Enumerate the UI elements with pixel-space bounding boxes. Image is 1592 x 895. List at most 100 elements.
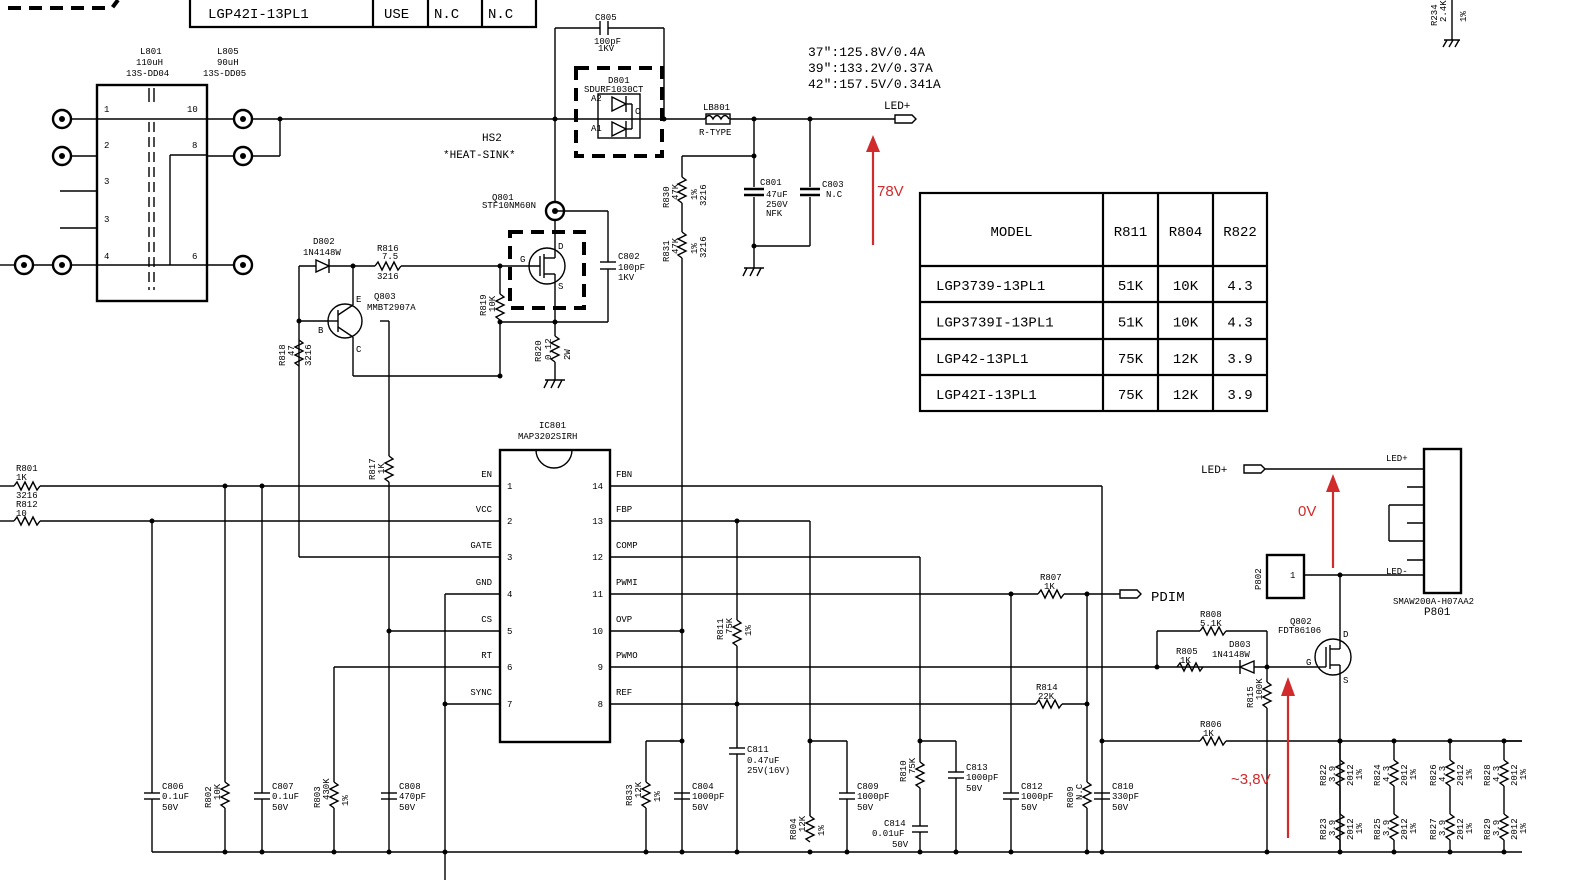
ic801-pin-num-4: 4 bbox=[507, 590, 512, 600]
c811-voltage: 25V(16V) bbox=[747, 766, 790, 776]
ic801-pin-name-fbn: FBN bbox=[616, 470, 632, 480]
ic801-pin-name-comp: COMP bbox=[616, 541, 638, 551]
ic-right-nets: R807 1K PDIM R814 22K C812 1000pF 50V R8… bbox=[610, 485, 1217, 852]
fragment-model: LGP42I-13PL1 bbox=[208, 7, 309, 23]
ic801-pin-name-sync: SYNC bbox=[470, 688, 492, 698]
q802-part: FDT86106 bbox=[1278, 626, 1321, 636]
ic801-pin-num-7: 7 bbox=[507, 700, 512, 710]
hs2-desc: *HEAT-SINK* bbox=[443, 150, 516, 162]
q801-part: STF10NM60N bbox=[482, 201, 536, 211]
spec-37: 37":125.8V/0.4A bbox=[808, 45, 925, 60]
ic801-pin-name-en: EN bbox=[481, 470, 492, 480]
d803-part: 1N4148W bbox=[1212, 650, 1250, 660]
r801-ref: R801 bbox=[16, 464, 38, 474]
r806-value: 1K bbox=[1203, 729, 1214, 739]
r826-size: 2012 bbox=[1456, 764, 1466, 786]
r816-size: 3216 bbox=[377, 272, 399, 282]
table-cell: 10K bbox=[1173, 316, 1199, 332]
pin-4: 4 bbox=[104, 252, 109, 262]
c803-ref: C803 bbox=[822, 180, 844, 190]
c813-voltage: 50V bbox=[966, 784, 983, 794]
table-header-r804: R804 bbox=[1169, 225, 1203, 241]
led-plus-label: LED+ bbox=[884, 101, 910, 113]
r830-tol: 1% bbox=[690, 189, 700, 200]
r815-value: 100K bbox=[1255, 678, 1265, 700]
voltage-arrow-0v: 0V bbox=[1298, 474, 1340, 568]
table-cell: 10K bbox=[1173, 279, 1199, 295]
q803-base: B bbox=[318, 326, 324, 336]
d801-ref: D801 bbox=[608, 76, 630, 86]
d802-part: 1N4148W bbox=[303, 248, 341, 258]
ic801-pin-name-fbp: FBP bbox=[616, 505, 632, 515]
q802-area: R808 5.1K R805 1K D803 1N4148W Q802 FDT8… bbox=[1099, 575, 1522, 852]
r823-ref: R823 bbox=[1319, 818, 1329, 840]
c809-ref: C809 bbox=[857, 782, 879, 792]
d803-ref: D803 bbox=[1229, 640, 1251, 650]
c814-voltage: 50V bbox=[892, 840, 909, 850]
r822-ref: R822 bbox=[1319, 764, 1329, 786]
annotation-78v: 78V bbox=[877, 183, 904, 200]
r829-value: 3.9 bbox=[1492, 820, 1502, 836]
table-cell: 4.3 bbox=[1227, 316, 1252, 332]
table-cell: LGP42I-13PL1 bbox=[936, 388, 1037, 404]
r810-value: 75K bbox=[908, 757, 918, 774]
r828-size: 2012 bbox=[1510, 764, 1520, 786]
r805-ref: R805 bbox=[1176, 647, 1198, 657]
table-cell: 3.9 bbox=[1227, 388, 1252, 404]
r827-ref: R827 bbox=[1429, 818, 1439, 840]
c801-ref: C801 bbox=[760, 178, 782, 188]
c811-value: 0.47uF bbox=[747, 756, 779, 766]
c807-voltage: 50V bbox=[272, 803, 289, 813]
table-cell: 51K bbox=[1118, 279, 1144, 295]
ic801-part: MAP3202SIRH bbox=[518, 432, 577, 442]
p801-ref: P801 bbox=[1424, 607, 1451, 619]
input-nets: R801 1K 3216 R812 10 bbox=[0, 464, 500, 880]
ic801-pins: EN1VCC2GATE3GND4CS5RT6SYNC7FBN14FBP13COM… bbox=[470, 470, 637, 710]
r823-value: 3.9 bbox=[1328, 820, 1338, 836]
l801-part: 13S-DD04 bbox=[126, 69, 169, 79]
ic801-pin-num-13: 13 bbox=[592, 517, 603, 527]
r808-value: 5.1K bbox=[1200, 619, 1222, 629]
c810-voltage: 50V bbox=[1112, 803, 1129, 813]
c808-voltage: 50V bbox=[399, 803, 416, 813]
r829-tol: 1% bbox=[1519, 823, 1529, 834]
led-plus-rail bbox=[252, 21, 917, 202]
c814-ref: C814 bbox=[884, 819, 906, 829]
r829-ref: R829 bbox=[1483, 818, 1493, 840]
ic801-pin-name-ref: REF bbox=[616, 688, 632, 698]
r822-size: 2012 bbox=[1346, 764, 1356, 786]
l805-part: 13S-DD05 bbox=[203, 69, 246, 79]
ic801-pin-num-8: 8 bbox=[598, 700, 603, 710]
r822-tol: 1% bbox=[1355, 769, 1365, 780]
c811-ref: C811 bbox=[747, 745, 769, 755]
pin-10: 10 bbox=[187, 105, 198, 115]
c808-ref: C808 bbox=[399, 782, 421, 792]
d802-ref: D802 bbox=[313, 237, 335, 247]
q803-ref: Q803 bbox=[374, 292, 396, 302]
c812-value: 1000pF bbox=[1021, 792, 1053, 802]
ic801-pin-name-cs: CS bbox=[481, 615, 492, 625]
r824-tol: 1% bbox=[1409, 769, 1419, 780]
table-cell: 12K bbox=[1173, 352, 1199, 368]
c810-ref: C810 bbox=[1112, 782, 1134, 792]
c809-value: 1000pF bbox=[857, 792, 889, 802]
annotation-0v: 0V bbox=[1298, 503, 1316, 520]
q802-drain: D bbox=[1343, 630, 1348, 640]
r804-ref: R804 bbox=[789, 818, 799, 840]
r824-ref: R824 bbox=[1373, 764, 1383, 786]
c813-ref: C813 bbox=[966, 763, 988, 773]
r814-value: 22K bbox=[1038, 692, 1055, 702]
r826-tol: 1% bbox=[1465, 769, 1475, 780]
r803-ref: R803 bbox=[313, 786, 323, 808]
c802-ref: C802 bbox=[618, 252, 640, 262]
r819-value: 10K bbox=[488, 295, 498, 312]
r816-value: 7.5 bbox=[382, 252, 398, 262]
r234-value: 2.4K bbox=[1439, 0, 1449, 22]
table-cell: 75K bbox=[1118, 388, 1144, 404]
voltage-arrow-3v8: ~3,8V bbox=[1231, 677, 1295, 838]
c807-ref: C807 bbox=[272, 782, 294, 792]
r828-tol: 1% bbox=[1519, 769, 1529, 780]
r823-size: 2012 bbox=[1346, 818, 1356, 840]
ic801-pin-num-6: 6 bbox=[507, 663, 512, 673]
